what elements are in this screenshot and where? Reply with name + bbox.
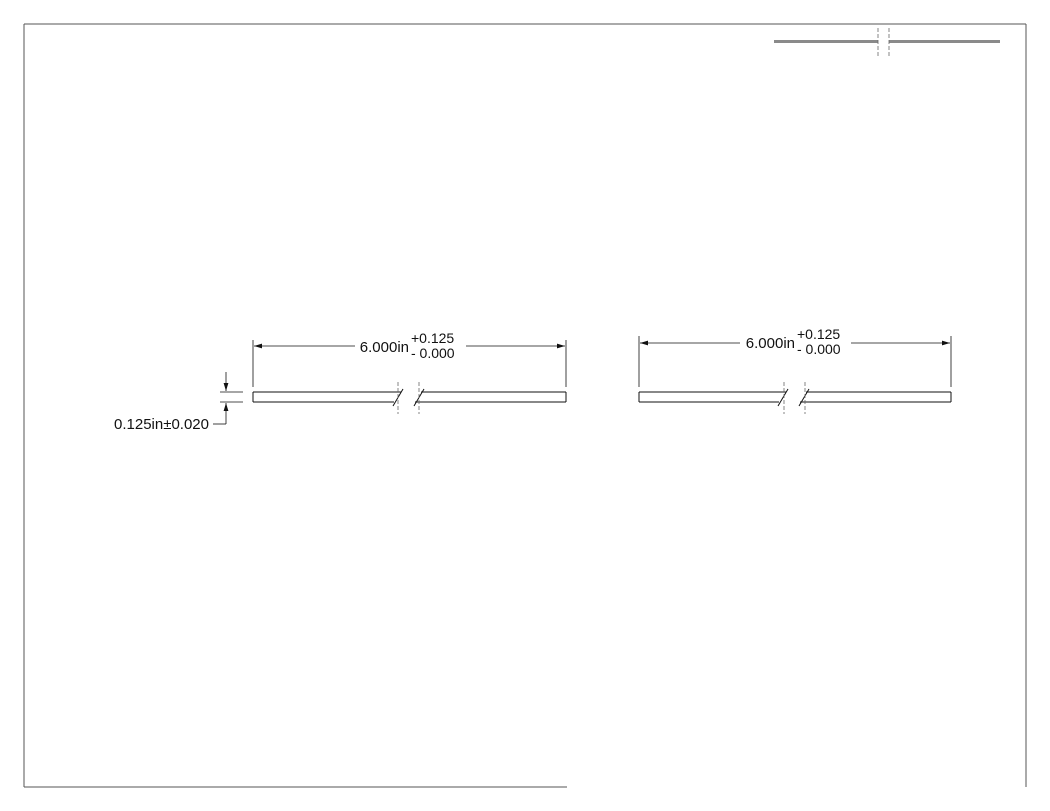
thickness-dimension-value: 0.125in±0.020 [114,416,209,433]
length-dimension-value: 6.000in [360,339,409,356]
thickness-dimension [213,372,243,425]
part-bar [638,388,952,407]
break-mark [777,388,789,407]
length-minus-tolerance: - 0.000 [411,345,455,361]
break-mark [798,388,810,407]
part-view-left: 6.000in +0.125 - 0.000 0.125in±0.020 [114,330,567,433]
preview-bar-left [774,40,878,43]
part-view-right: 6.000in +0.125 - 0.000 [638,326,952,414]
length-plus-tolerance: +0.125 [411,330,454,346]
sheet-border [23,23,1027,788]
length-minus-tolerance: - 0.000 [797,341,841,357]
preview-thumbnail [774,28,1000,56]
preview-bar-right [889,40,1000,43]
length-dimension-value: 6.000in [746,335,795,352]
length-plus-tolerance: +0.125 [797,326,840,342]
part-bar [252,388,567,407]
